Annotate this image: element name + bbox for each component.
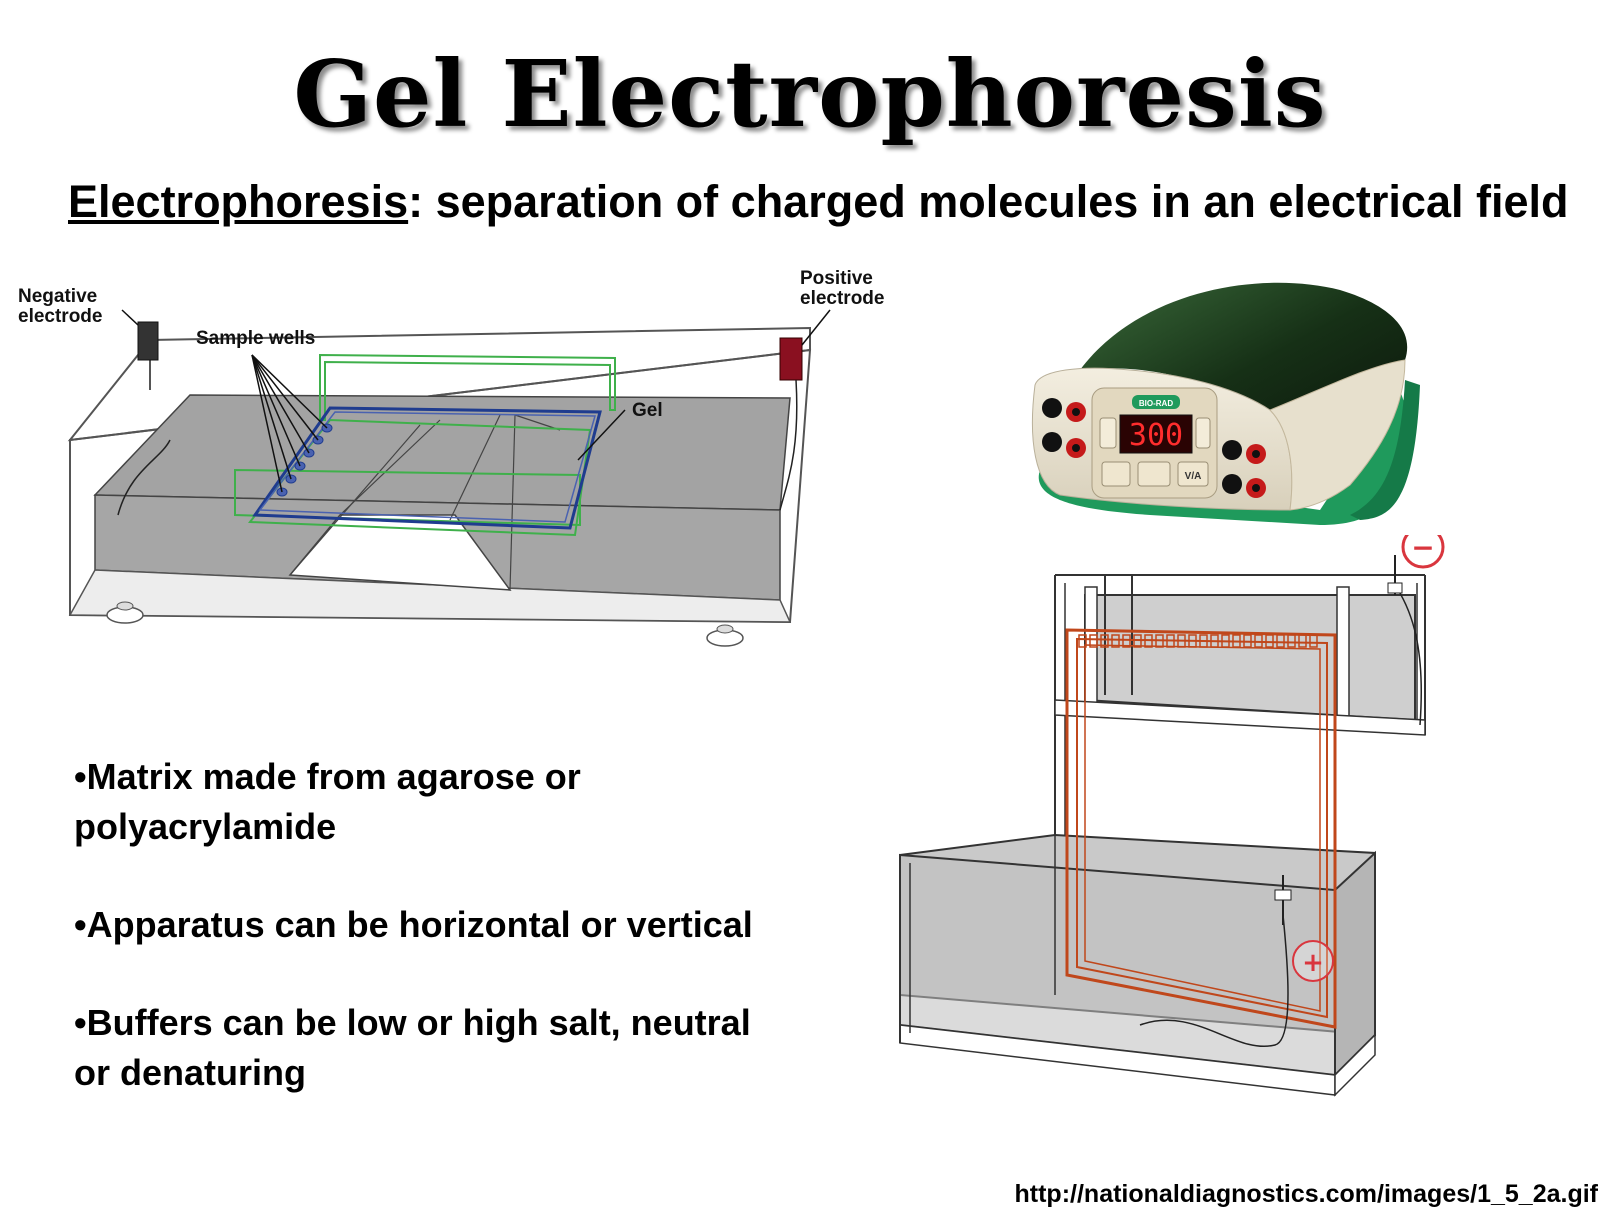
- horizontal-gel-diagram: Negative electrode Positive electrode Sa…: [18, 270, 884, 647]
- svg-text:+: +: [1302, 948, 1324, 978]
- upper-buffer-chamber: [1084, 594, 1416, 722]
- source-url: http://nationaldiagnostics.com/images/1_…: [1014, 1180, 1598, 1208]
- subtitle-term: Electrophoresis: [68, 176, 409, 227]
- sample-wells: [276, 423, 333, 497]
- comb-teeth: [1078, 634, 1318, 648]
- voltage-readout: 300: [1129, 418, 1183, 453]
- sample-wells-label: Sample wells: [196, 328, 315, 349]
- gel-label: Gel: [632, 400, 663, 421]
- button-1[interactable]: [1101, 461, 1131, 487]
- negative-terminal-icon: −: [1401, 535, 1445, 569]
- output-jacks-right: [1222, 440, 1266, 498]
- power-supply-image: BIO-RAD 300 V/A: [1031, 282, 1420, 525]
- voltage-display: [1119, 414, 1193, 454]
- gel-slab: [252, 406, 602, 530]
- svg-text:−: −: [1411, 535, 1434, 564]
- bullet-item-buffers: •Buffers can be low or high salt, neutra…: [74, 1002, 751, 1093]
- va-button-label: V/A: [1185, 471, 1202, 482]
- bullet-item-apparatus: •Apparatus can be horizontal or vertical: [74, 904, 753, 945]
- button-3[interactable]: [1177, 461, 1209, 487]
- positive-electrode-label-2: electrode: [800, 288, 884, 309]
- negative-electrode-label: Negative: [18, 286, 97, 307]
- negative-electrode-label-2: electrode: [18, 306, 102, 327]
- negative-electrode: [137, 321, 159, 361]
- brand-logo: BIO-RAD: [1139, 399, 1173, 408]
- positive-electrode: [779, 337, 803, 381]
- positive-terminal-icon: +: [1292, 940, 1334, 982]
- vertical-gel-diagram: − +: [899, 535, 1445, 1097]
- subtitle-definition: : separation of charged molecules in an …: [408, 176, 1569, 227]
- buffer-surface: [93, 394, 791, 511]
- slide-title: Gel Electrophoresis: [293, 40, 1327, 148]
- positive-electrode-label: Positive: [800, 270, 873, 289]
- button-2[interactable]: [1137, 461, 1171, 487]
- slide-subtitle: Electrophoresis: separation of charged m…: [68, 176, 1588, 228]
- output-jacks-left: [1042, 398, 1086, 458]
